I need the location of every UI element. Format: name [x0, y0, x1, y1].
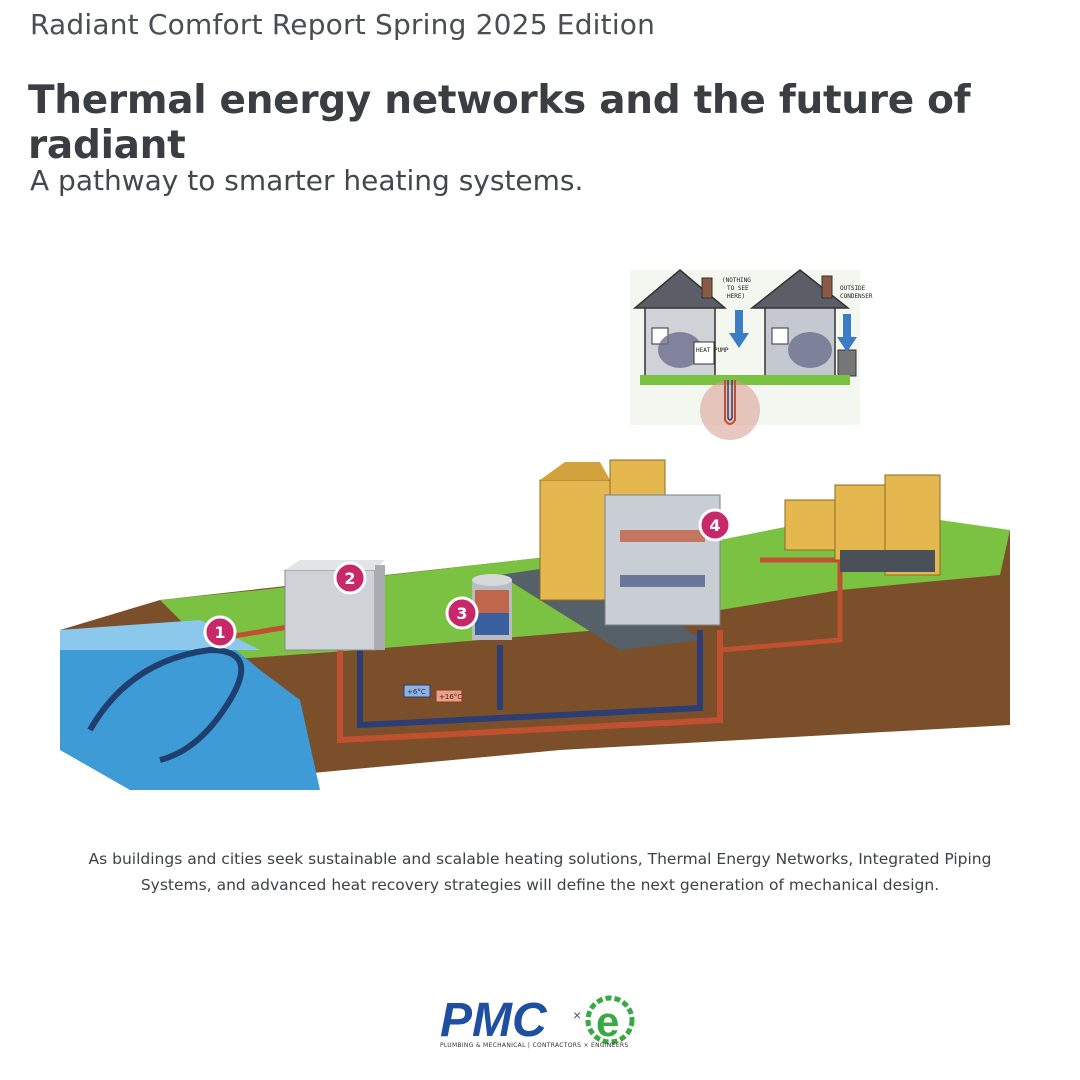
- thermal-network-illustration: HEAT PUMP (NOTHING TO SEE HERE) OUTSIDE …: [60, 269, 1010, 790]
- marker-4: 4: [698, 508, 732, 542]
- logo-x: ×: [573, 1007, 581, 1023]
- marker-2: 2: [333, 561, 367, 595]
- temp-tag-cold: +6°C: [407, 688, 426, 696]
- speech-right-1: OUTSIDE: [840, 285, 866, 292]
- article-title: Thermal energy networks and the future o…: [28, 78, 971, 168]
- report-eyebrow: Radiant Comfort Report Spring 2025 Editi…: [30, 8, 656, 41]
- pmce-logo: PMC × e: [440, 994, 635, 1047]
- article-subtitle: A pathway to smarter heating systems.: [30, 164, 584, 197]
- svg-text:4: 4: [709, 516, 720, 535]
- speech-right-2: CONDENSER: [840, 293, 873, 300]
- article-caption: As buildings and cities seek sustainable…: [88, 850, 992, 894]
- marker-3: 3: [445, 596, 479, 630]
- svg-text:2: 2: [344, 569, 355, 588]
- logo-e: e: [596, 998, 619, 1045]
- gear-icon: [585, 995, 635, 1045]
- svg-text:3: 3: [456, 604, 467, 623]
- marker-1: 1: [203, 615, 237, 649]
- residential-cluster: [784, 474, 941, 576]
- speech-left-3: HERE): [727, 293, 745, 300]
- logo-pmc: PMC: [440, 994, 548, 1047]
- speech-left-1: (NOTHING: [722, 277, 751, 284]
- svg-text:1: 1: [214, 623, 225, 642]
- heat-pump-cartoon: HEAT PUMP (NOTHING TO SEE HERE) OUTSIDE …: [630, 269, 873, 440]
- apartment-buildings: [539, 459, 721, 626]
- speech-left-2: TO SEE: [727, 285, 749, 292]
- storage-tank: [472, 574, 512, 640]
- logo-tagline: PLUMBING & MECHANICAL | CONTRACTORS × EN…: [440, 1042, 629, 1049]
- heat-pump-label: HEAT PUMP: [696, 347, 729, 354]
- temp-tag-warm: +16°C: [439, 693, 462, 701]
